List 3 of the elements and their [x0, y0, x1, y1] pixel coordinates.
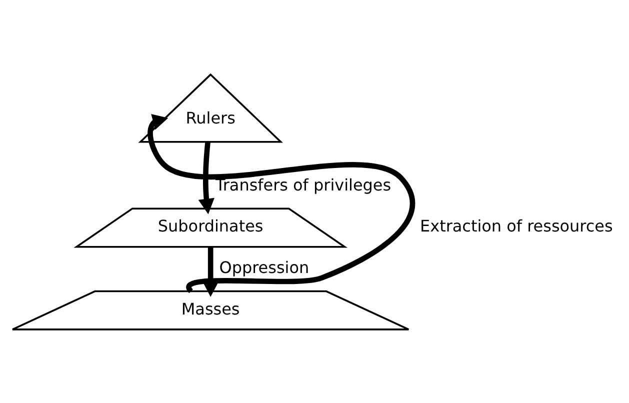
edge-label: Extraction of ressources: [420, 216, 613, 236]
edge-label: Transfers of privileges: [215, 174, 392, 194]
edge-label: Oppression: [219, 257, 310, 276]
